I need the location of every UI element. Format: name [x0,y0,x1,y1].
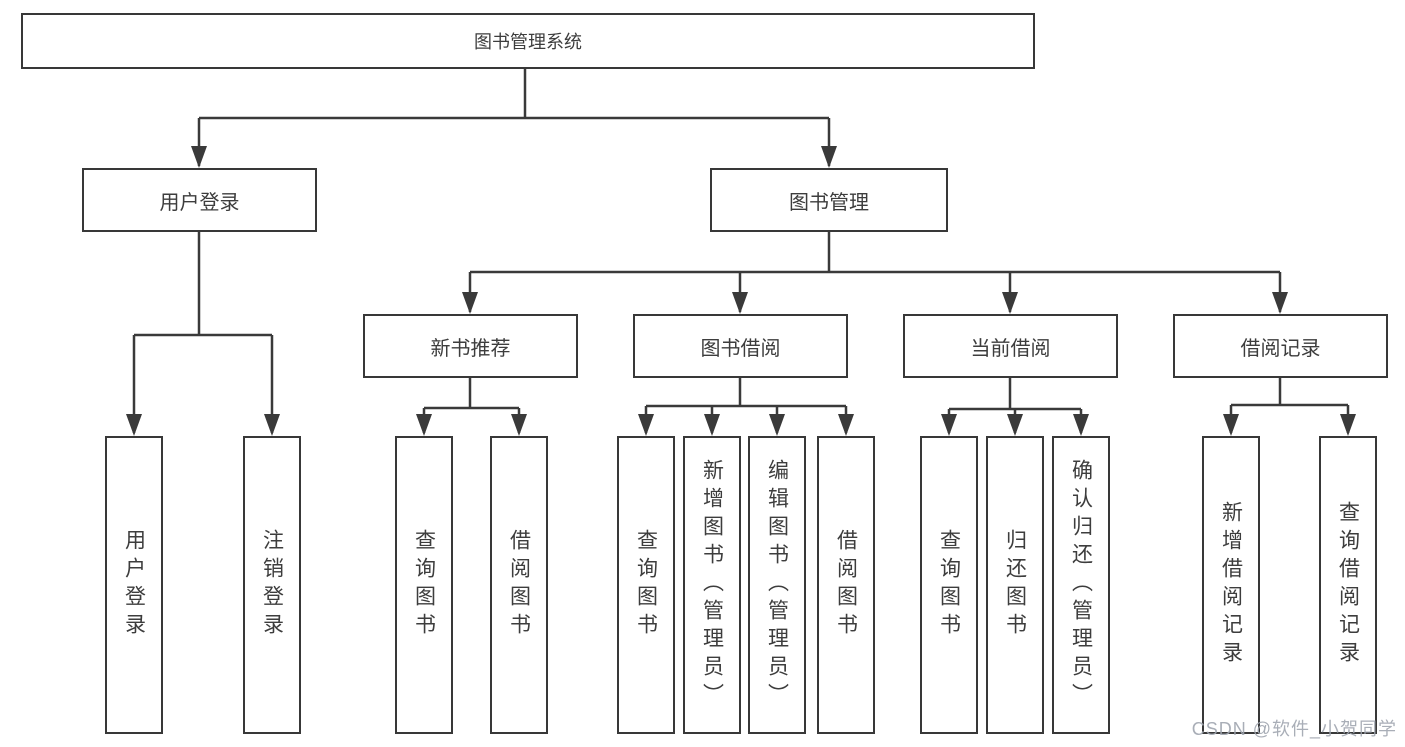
leaf-records-add-borrow-record: 新增借阅记录 [1202,436,1260,734]
node-book-borrowing: 图书借阅 [633,314,848,378]
node-label: 归还图书 [1003,529,1027,641]
connector-borrow-records-children [1223,378,1356,436]
node-new-book-recommend: 新书推荐 [363,314,578,378]
leaf-borrowing-query-books: 查询图书 [617,436,675,734]
node-label: 新书推荐 [430,337,511,360]
node-current-borrowing: 当前借阅 [903,314,1118,378]
leaf-newbooks-borrow-books: 借阅图书 [490,436,548,734]
connector-current-borrow-children [941,378,1089,436]
node-label: 借阅图书 [507,529,531,641]
connector-new-books-children [416,378,527,436]
leaf-logout: 注销登录 [243,436,301,734]
leaf-newbooks-query-books: 查询图书 [395,436,453,734]
watermark: CSDN @软件_小贺同学 [1191,719,1397,739]
node-book-management: 图书管理 [710,168,948,232]
node-borrowing-records: 借阅记录 [1173,314,1388,378]
node-label: 用户登录 [122,529,146,641]
connector-book-mgmt-children [462,232,1288,314]
node-label: 查询图书 [412,529,436,641]
node-label: 当前借阅 [970,337,1051,360]
node-user-login: 用户登录 [82,168,317,232]
leaf-current-query-books: 查询图书 [920,436,978,734]
node-label: 图书借阅 [700,337,781,360]
node-label: 查询借阅记录 [1336,501,1360,669]
node-label: 借阅记录 [1240,337,1321,360]
node-label: 编辑图书（管理员） [765,459,789,711]
leaf-borrowing-edit-books-admin: 编辑图书（管理员） [748,436,806,734]
node-label: 借阅图书 [834,529,858,641]
connector-user-login-children [126,232,280,436]
leaf-current-return-books: 归还图书 [986,436,1044,734]
connector-book-borrow-children [638,378,854,436]
connector-root-to-level2 [191,69,837,168]
node-label: 图书管理系统 [474,32,582,52]
node-label: 查询图书 [634,529,658,641]
leaf-borrowing-borrow-books: 借阅图书 [817,436,875,734]
node-label: 新增借阅记录 [1219,501,1243,669]
node-label: 确认归还（管理员） [1069,459,1093,711]
node-library-management-system: 图书管理系统 [21,13,1035,69]
node-label: 查询图书 [937,529,961,641]
node-label: 注销登录 [260,529,284,641]
leaf-user-login: 用户登录 [105,436,163,734]
leaf-borrowing-add-books-admin: 新增图书（管理员） [683,436,741,734]
node-label: 图书管理 [789,191,869,214]
leaf-current-confirm-return-admin: 确认归还（管理员） [1052,436,1110,734]
leaf-records-query-borrow-record: 查询借阅记录 [1319,436,1377,734]
node-label: 用户登录 [159,191,240,214]
node-label: 新增图书（管理员） [700,459,724,711]
